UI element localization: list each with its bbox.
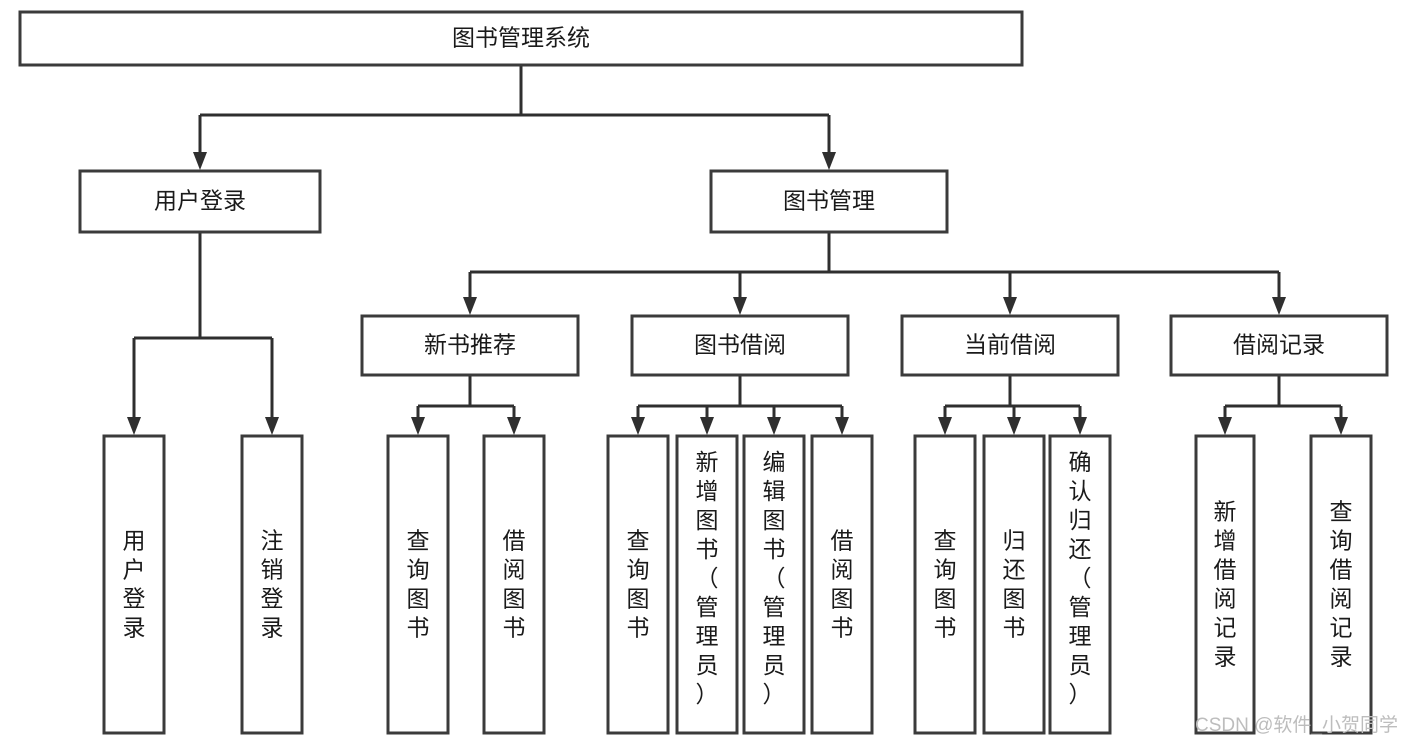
- node-leaf-user-login[interactable]: 用户登录: [102, 434, 166, 735]
- node-label-leaf-add-book: 新增图书（管理员）: [696, 449, 719, 707]
- node-leaf-query-book-1[interactable]: 查询图书: [386, 434, 450, 735]
- arrow-head-icon: [463, 297, 477, 315]
- arrow-head-icon: [127, 417, 141, 435]
- node-box-leaf-user-login: [102, 434, 166, 735]
- node-label-leaf-edit-book: 编辑图书（管理员）: [763, 449, 786, 707]
- node-label-root: 图书管理系统: [452, 25, 590, 51]
- node-label-user-login: 用户登录: [154, 188, 246, 214]
- node-box-leaf-confirm-return: [1048, 434, 1112, 735]
- connectors-layer: [127, 65, 1348, 435]
- node-label-leaf-add-record: 新增借阅记录: [1214, 499, 1237, 670]
- node-label-leaf-query-book-1: 查询图书: [407, 528, 430, 641]
- node-leaf-confirm-return[interactable]: 确认归还（管理员）: [1048, 434, 1112, 735]
- node-label-leaf-borrow-book-2: 借阅图书: [831, 528, 854, 641]
- node-leaf-logout[interactable]: 注销登录: [240, 434, 304, 735]
- arrow-head-icon: [1007, 417, 1021, 435]
- node-box-leaf-logout: [240, 434, 304, 735]
- node-box-leaf-query-record: [1309, 434, 1373, 735]
- arrow-head-icon: [507, 417, 521, 435]
- node-box-root: [18, 10, 1024, 67]
- node-label-borrow-record: 借阅记录: [1233, 332, 1325, 358]
- arrow-head-icon: [767, 417, 781, 435]
- arrow-head-icon: [411, 417, 425, 435]
- node-borrow-record[interactable]: 借阅记录: [1169, 314, 1389, 377]
- node-box-leaf-add-book: [675, 434, 739, 735]
- node-current-borrow[interactable]: 当前借阅: [900, 314, 1120, 377]
- node-box-borrow-record: [1169, 314, 1389, 377]
- node-box-leaf-add-record: [1194, 434, 1256, 735]
- node-leaf-query-book-2[interactable]: 查询图书: [606, 434, 670, 735]
- node-leaf-add-record[interactable]: 新增借阅记录: [1194, 434, 1256, 735]
- node-label-leaf-query-book-2: 查询图书: [627, 528, 650, 641]
- node-box-book-borrow: [630, 314, 850, 377]
- node-box-leaf-edit-book: [742, 434, 806, 735]
- node-label-current-borrow: 当前借阅: [964, 332, 1056, 358]
- node-leaf-return-book[interactable]: 归还图书: [982, 434, 1046, 735]
- arrow-head-icon: [193, 152, 207, 170]
- arrow-head-icon: [700, 417, 714, 435]
- arrow-head-icon: [822, 152, 836, 170]
- node-box-user-login: [78, 169, 322, 234]
- arrow-head-icon: [1218, 417, 1232, 435]
- arrow-head-icon: [1003, 297, 1017, 315]
- node-box-leaf-return-book: [982, 434, 1046, 735]
- node-leaf-add-book[interactable]: 新增图书（管理员）: [675, 434, 739, 735]
- arrow-head-icon: [1073, 417, 1087, 435]
- node-box-leaf-query-book-1: [386, 434, 450, 735]
- node-book-manage[interactable]: 图书管理: [709, 169, 949, 234]
- nodes-layer: 图书管理系统用户登录图书管理新书推荐图书借阅当前借阅借阅记录用户登录注销登录查询…: [18, 10, 1389, 735]
- node-leaf-edit-book[interactable]: 编辑图书（管理员）: [742, 434, 806, 735]
- node-label-book-manage: 图书管理: [783, 188, 875, 214]
- node-label-leaf-return-book: 归还图书: [1003, 528, 1026, 641]
- node-book-borrow[interactable]: 图书借阅: [630, 314, 850, 377]
- node-label-book-borrow: 图书借阅: [694, 332, 786, 358]
- node-box-current-borrow: [900, 314, 1120, 377]
- node-box-leaf-query-book-2: [606, 434, 670, 735]
- node-box-book-manage: [709, 169, 949, 234]
- node-label-leaf-user-login: 用户登录: [123, 528, 146, 641]
- node-leaf-query-record[interactable]: 查询借阅记录: [1309, 434, 1373, 735]
- node-label-leaf-confirm-return: 确认归还（管理员）: [1069, 449, 1092, 707]
- arrow-head-icon: [938, 417, 952, 435]
- node-label-leaf-query-record: 查询借阅记录: [1330, 499, 1353, 670]
- node-label-leaf-borrow-book-1: 借阅图书: [503, 528, 526, 641]
- arrow-head-icon: [835, 417, 849, 435]
- node-label-leaf-logout: 注销登录: [261, 528, 284, 641]
- node-box-leaf-query-book-3: [913, 434, 977, 735]
- arrow-head-icon: [1334, 417, 1348, 435]
- node-root[interactable]: 图书管理系统: [18, 10, 1024, 67]
- node-leaf-borrow-book-1[interactable]: 借阅图书: [482, 434, 546, 735]
- node-leaf-query-book-3[interactable]: 查询图书: [913, 434, 977, 735]
- node-label-new-book-rec: 新书推荐: [424, 332, 516, 358]
- node-new-book-rec[interactable]: 新书推荐: [360, 314, 580, 377]
- node-box-new-book-rec: [360, 314, 580, 377]
- node-label-leaf-query-book-3: 查询图书: [934, 528, 957, 641]
- arrow-head-icon: [631, 417, 645, 435]
- node-box-leaf-borrow-book-2: [810, 434, 874, 735]
- arrow-head-icon: [1272, 297, 1286, 315]
- csdn-watermark: CSDN @软件_小贺同学: [1195, 714, 1398, 736]
- node-user-login[interactable]: 用户登录: [78, 169, 322, 234]
- node-leaf-borrow-book-2[interactable]: 借阅图书: [810, 434, 874, 735]
- arrow-head-icon: [733, 297, 747, 315]
- node-box-leaf-borrow-book-1: [482, 434, 546, 735]
- arrow-head-icon: [265, 417, 279, 435]
